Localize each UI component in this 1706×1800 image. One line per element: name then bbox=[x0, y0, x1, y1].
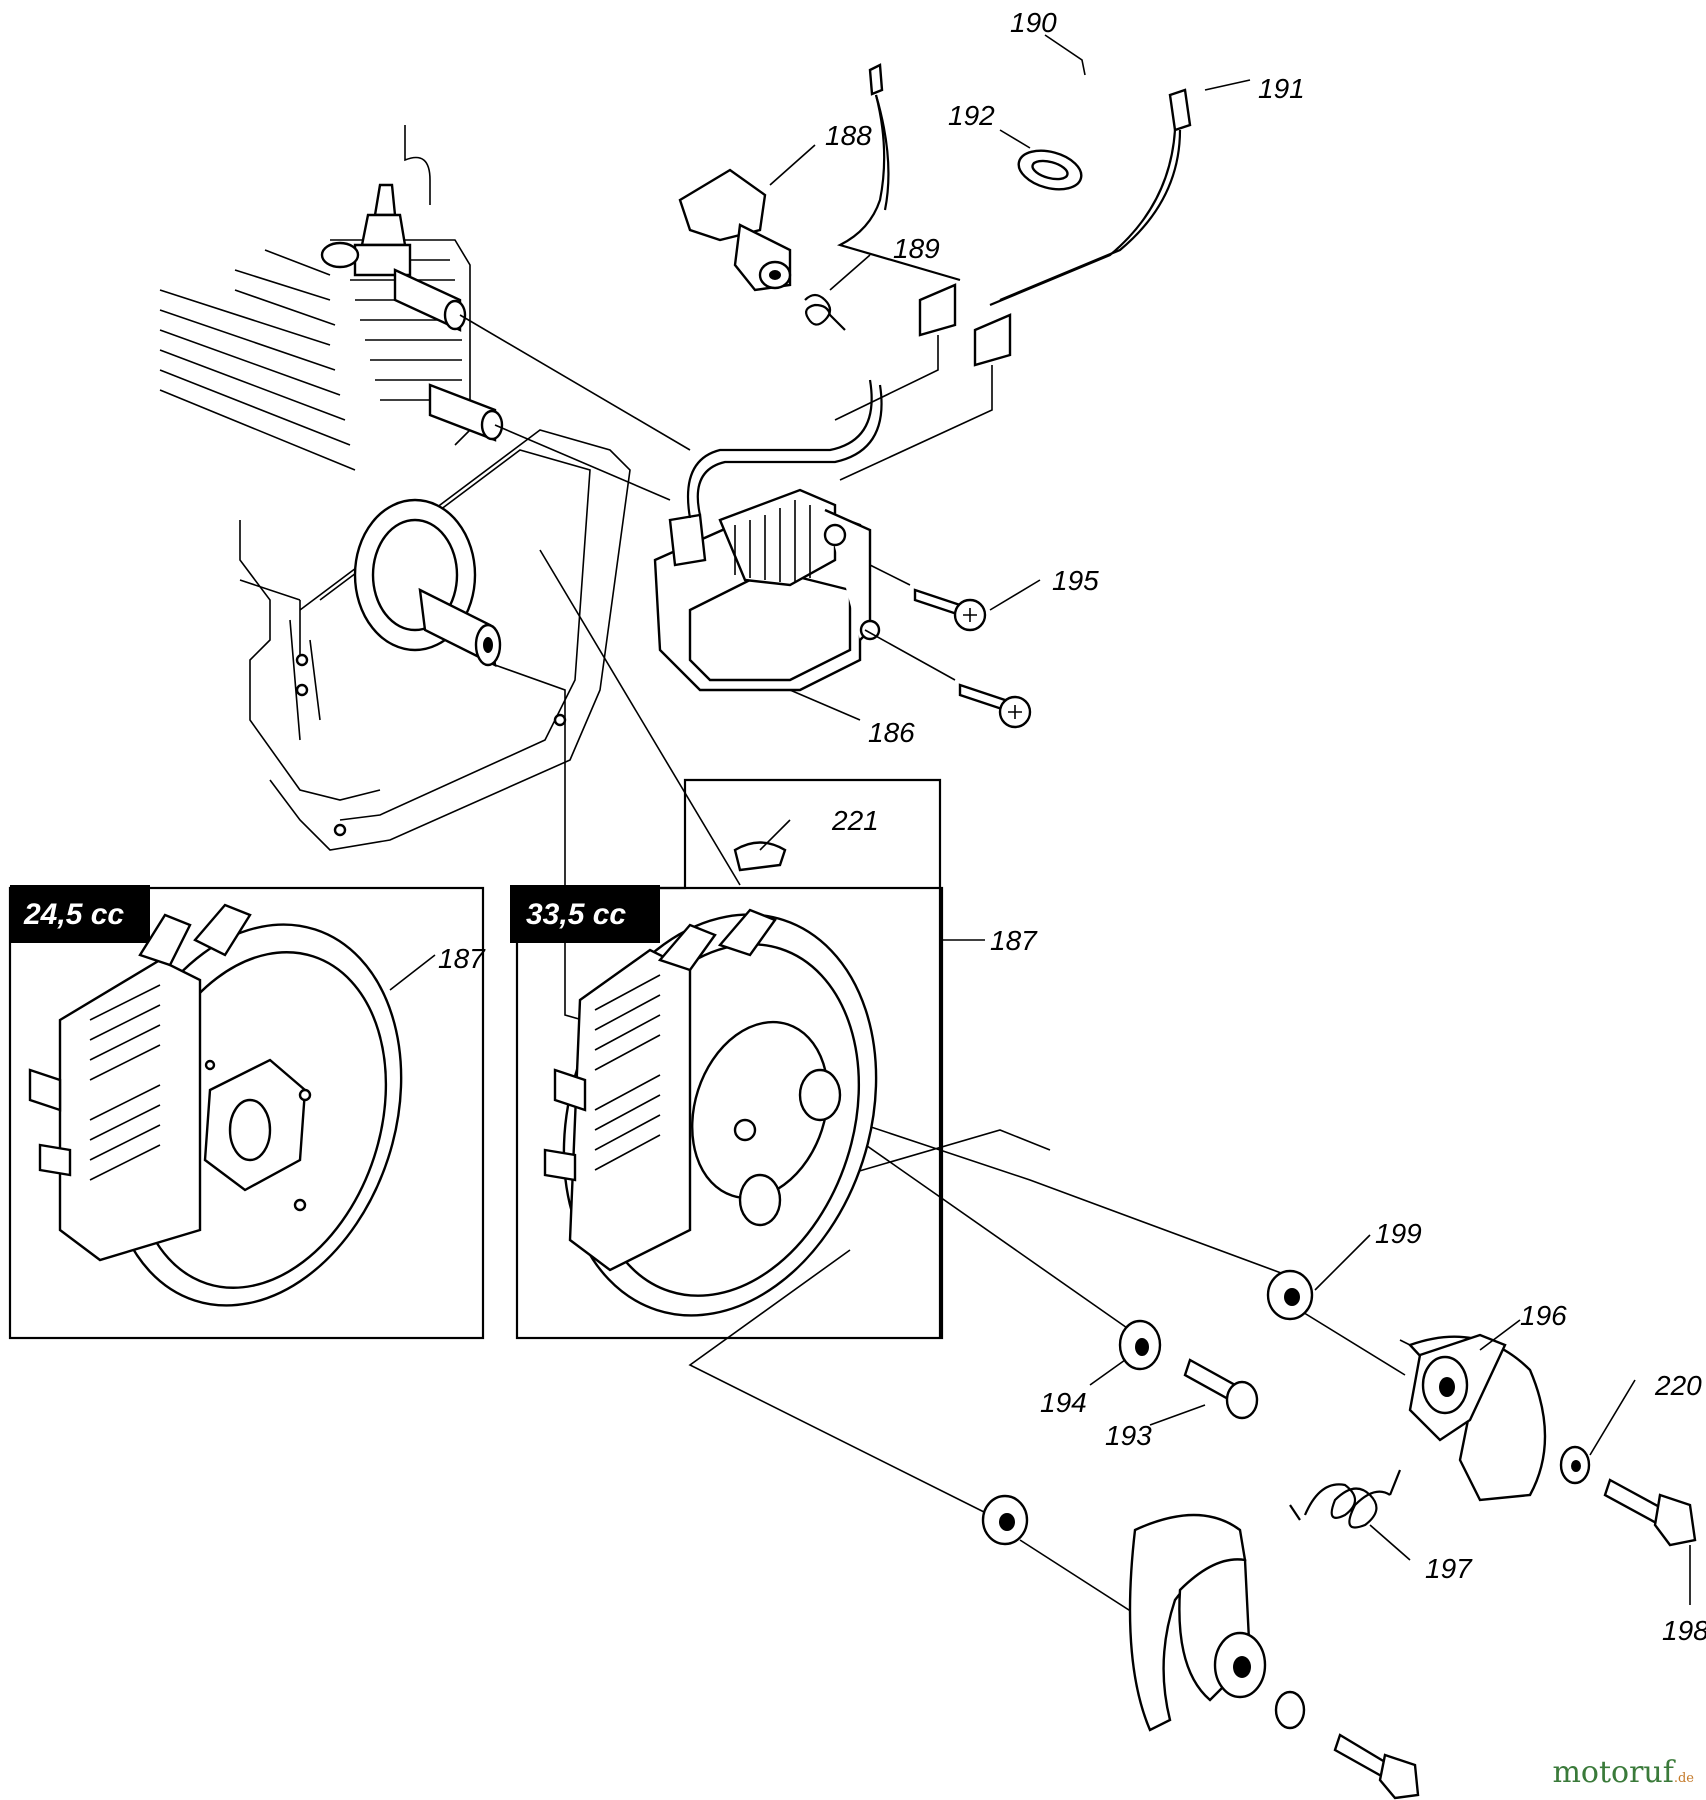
inset-box-33cc bbox=[510, 778, 985, 1340]
inset-box-24cc bbox=[8, 885, 485, 1340]
flywheel-large bbox=[543, 908, 878, 1317]
watermark-sub: .de bbox=[1673, 1771, 1694, 1786]
bolt-193 bbox=[1183, 1358, 1259, 1420]
label-191: 191 bbox=[1258, 73, 1305, 104]
woodruff-key bbox=[733, 841, 787, 872]
engine-cylinder bbox=[159, 125, 471, 801]
washer-199 bbox=[1266, 1269, 1314, 1321]
coil-screws bbox=[864, 564, 1032, 729]
label-193: 193 bbox=[1105, 1420, 1152, 1451]
clutch-shoe-lower bbox=[1128, 1513, 1267, 1732]
label-187-small: 187 bbox=[438, 943, 486, 974]
label-197: 197 bbox=[1425, 1553, 1473, 1584]
label-196: 196 bbox=[1520, 1300, 1567, 1331]
washer-220 bbox=[1559, 1445, 1591, 1485]
bolt-lower bbox=[1333, 1733, 1420, 1800]
spark-plug bbox=[320, 183, 412, 277]
label-194: 194 bbox=[1040, 1387, 1087, 1418]
watermark-logo: motoruf.de bbox=[1552, 1755, 1694, 1790]
label-186: 186 bbox=[868, 717, 915, 748]
label-221: 221 bbox=[831, 805, 879, 836]
label-189: 189 bbox=[893, 233, 940, 264]
leader-lines bbox=[389, 34, 1691, 1605]
washer-lower bbox=[981, 1494, 1029, 1546]
label-199: 199 bbox=[1375, 1218, 1422, 1249]
label-188: 188 bbox=[825, 120, 872, 151]
badge-33-5cc: 33,5 cc bbox=[526, 898, 626, 931]
wire-leads bbox=[834, 63, 1192, 481]
label-187-large: 187 bbox=[990, 925, 1038, 956]
clutch-shoe-196 bbox=[1407, 1333, 1547, 1502]
rubber-grommet bbox=[1017, 149, 1083, 191]
spark-plug-boot bbox=[678, 168, 792, 292]
washer-194 bbox=[1118, 1319, 1162, 1371]
label-195: 195 bbox=[1052, 565, 1099, 596]
watermark-main: motoruf bbox=[1552, 1755, 1674, 1790]
label-220: 220 bbox=[1654, 1370, 1702, 1401]
spring-197 bbox=[1289, 1469, 1402, 1529]
washer-lower-2 bbox=[1274, 1690, 1306, 1730]
bolt-198 bbox=[1603, 1478, 1697, 1547]
crankcase-housing bbox=[269, 429, 631, 851]
spring-clip bbox=[804, 293, 846, 331]
ignition-coil bbox=[653, 379, 883, 692]
label-198: 198 bbox=[1662, 1615, 1706, 1646]
badge-24-5cc: 24,5 cc bbox=[23, 898, 124, 931]
flywheel-small bbox=[28, 903, 403, 1307]
label-192: 192 bbox=[948, 100, 995, 131]
mounting-bosses bbox=[393, 268, 504, 442]
label-190: 190 bbox=[1010, 7, 1057, 38]
